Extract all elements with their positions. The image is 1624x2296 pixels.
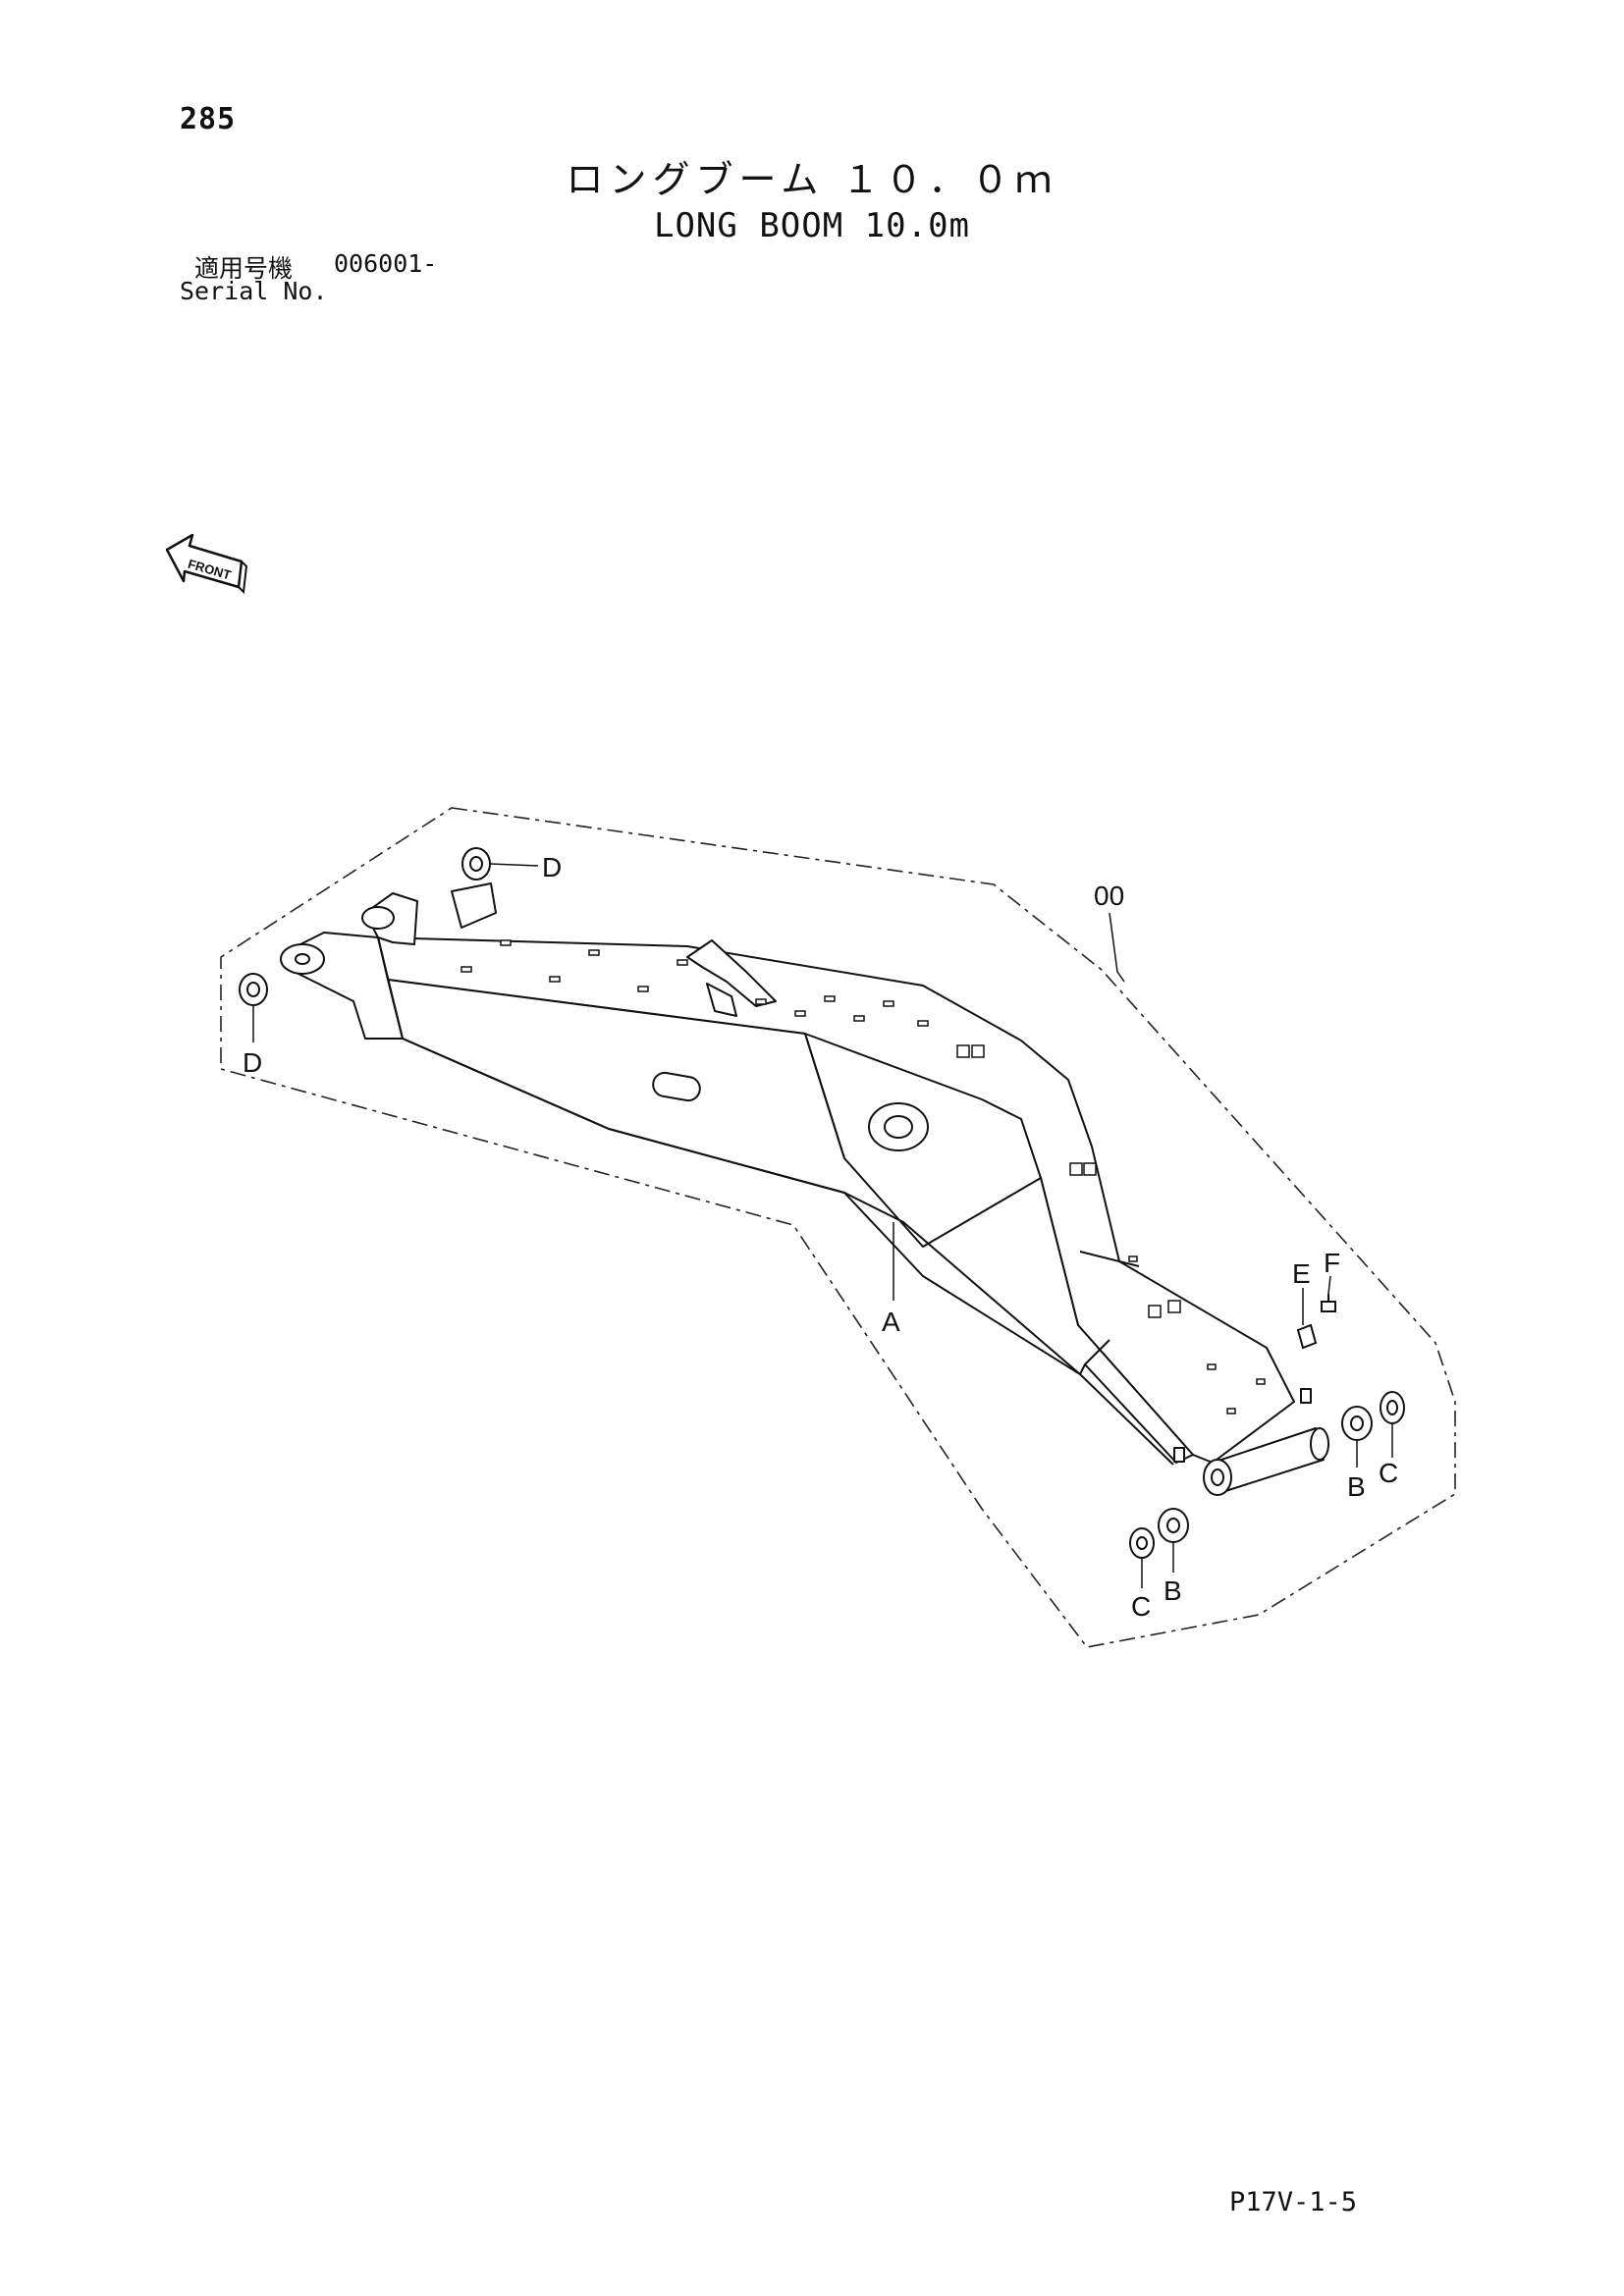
ring-right-c (1380, 1391, 1405, 1424)
ring-left-c (1129, 1527, 1155, 1559)
front-arrow-icon: FRONT (165, 533, 248, 595)
callout-assembly-00: 00 (1094, 881, 1124, 911)
callout-f: F (1324, 1248, 1340, 1278)
plate-e (1296, 1323, 1318, 1350)
page-title-english: LONG BOOM 10.0m (653, 206, 971, 245)
sheet-code: P17V-1-5 (1229, 2187, 1358, 2217)
bushing-top-d (461, 847, 491, 881)
serial-label-japanese: 適用号機 (194, 254, 294, 283)
bushing-foot-d (239, 973, 268, 1006)
serial-number-value: 006001- (334, 249, 438, 278)
callout-b-left: B (1164, 1575, 1182, 1606)
page-number: 285 (180, 102, 237, 136)
callout-b-right: B (1347, 1471, 1366, 1502)
callout-c-left: C (1131, 1591, 1151, 1622)
callout-a: A (882, 1307, 900, 1337)
bushing-right-b (1341, 1406, 1373, 1441)
callout-e: E (1292, 1258, 1311, 1289)
callout-c-right: C (1379, 1458, 1398, 1488)
assembly-boundary (220, 807, 1456, 1648)
bushing-left-b (1158, 1508, 1189, 1543)
deck-pads (460, 939, 1266, 1415)
leader-lines (252, 863, 1393, 1588)
boom-body (280, 882, 1329, 1496)
serial-label-english: Serial No. (180, 277, 328, 305)
callout-d-top: D (542, 852, 562, 882)
callout-d-foot: D (243, 1047, 262, 1078)
page-title-japanese: ロングブーム １０．０ｍ (566, 158, 1058, 201)
bolt-f (1321, 1294, 1336, 1312)
